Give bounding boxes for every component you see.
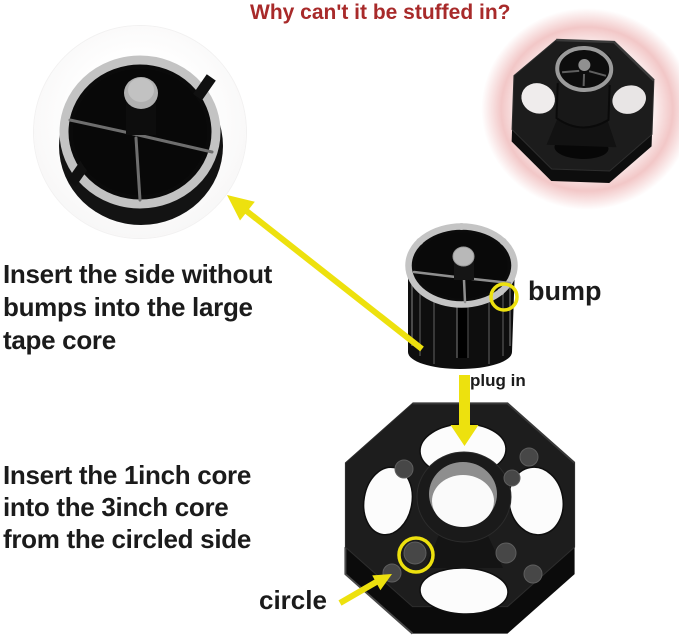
one-inch-core-photo <box>405 223 518 369</box>
core-top-view-photo <box>59 55 223 225</box>
instruction-step2: Insert the 1inch core into the 3inch cor… <box>3 459 251 555</box>
page-title: Why can't it be stuffed in? <box>250 1 511 24</box>
instruction-step1-line2: bumps into the large <box>3 292 253 322</box>
three-inch-core-photo <box>344 402 576 635</box>
magnifier-circle <box>34 26 246 238</box>
instruction-step1-line1: Insert the side without <box>3 259 273 289</box>
plug-in-label: plug in <box>470 371 526 390</box>
instruction-step1: Insert the side without bumps into the l… <box>3 258 272 357</box>
instruction-step2-line3: from the circled side <box>3 524 252 554</box>
bump-label: bump <box>528 276 602 306</box>
instruction-step2-line1: Insert the 1inch core <box>3 460 252 490</box>
circle-label: circle <box>259 585 327 615</box>
assembled-adapter-photo <box>511 38 655 183</box>
instruction-step2-line2: into the 3inch core <box>3 492 229 522</box>
instruction-step1-line3: tape core <box>3 325 116 355</box>
